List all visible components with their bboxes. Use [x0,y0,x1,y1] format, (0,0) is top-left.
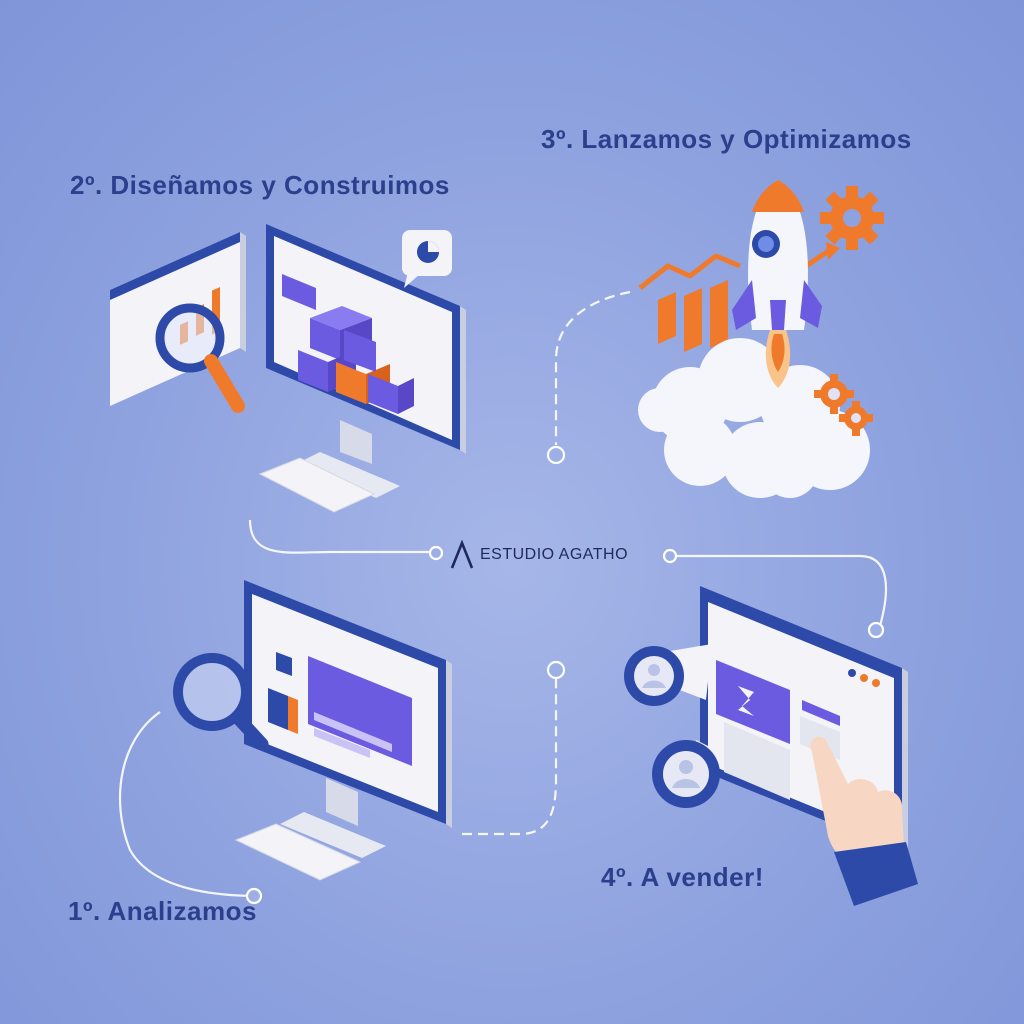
avatar [652,740,720,808]
step3-label: 3º. Lanzamos y Optimizamos [541,124,912,154]
step4-label: 4º. A vender! [601,862,764,892]
magnifier-icon [155,303,245,413]
brand-logo: ESTUDIO AGATHO [448,540,628,570]
brand-mark-icon [450,540,474,569]
node-dot [662,548,678,564]
brand-name: ESTUDIO AGATHO [480,546,629,563]
node-dot [546,445,566,465]
connector-step1-curve [118,711,253,898]
step2-label: 2º. Diseñamos y Construimos [70,170,450,200]
node-dot [245,887,263,905]
magnifier-icon [173,653,269,751]
growth-bars [638,242,840,352]
gear-icon [814,374,873,436]
keyboard-icon [234,823,362,881]
chat-bubble-icon [402,230,452,288]
rocket-icon [732,180,822,330]
node-dot [546,660,566,680]
connector-brand-step4 [676,554,888,627]
keyboard-icon [258,457,376,513]
connector-step2-brand [248,519,430,554]
cloud-icon [638,338,870,498]
design-monitor [266,224,466,498]
pointing-hand-icon [810,736,918,906]
node-dot [867,621,885,639]
avatar [624,644,712,706]
connector-step1-step4 [462,675,558,836]
node-dot [428,545,444,561]
analysis-monitor [244,580,452,858]
rocket-flame [765,330,791,388]
gear-icon [820,186,884,250]
step1-label: 1º. Analizamos [68,896,257,926]
